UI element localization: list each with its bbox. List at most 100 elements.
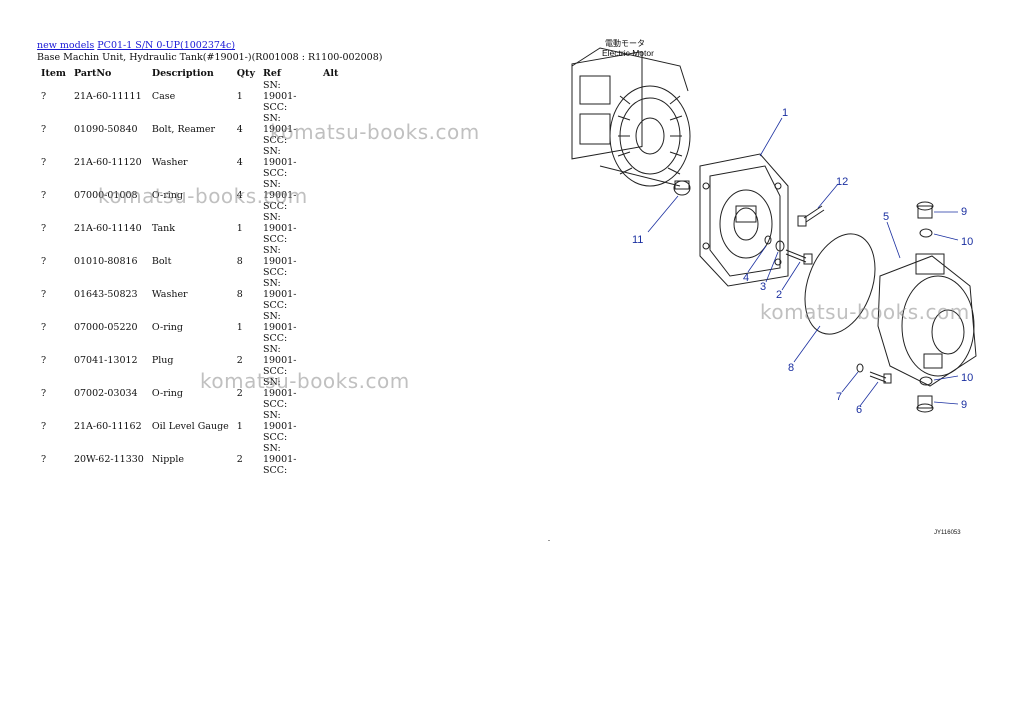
table-row: ? 01010-80816 Bolt 8 SN: 19001-SCC: [37, 245, 349, 278]
header-description: Description [151, 67, 214, 79]
cell-alt [319, 344, 349, 377]
callout-9-top: 9 [961, 206, 967, 218]
stray-mark [548, 540, 550, 541]
diagram-jp-label: 電動モータ [605, 39, 645, 48]
cell-qty: 2 [236, 355, 243, 366]
table-row: ? 20W-62-11330 Nipple 2 SN: 19001-SCC: [37, 443, 349, 476]
cell-description: Nipple [151, 454, 185, 465]
cell-ref: SN: 19001-SCC: [262, 377, 297, 410]
cell-alt [319, 377, 349, 410]
cell-ref: SN: 19001-SCC: [262, 245, 297, 278]
cell-partno: 20W-62-11330 [73, 454, 144, 465]
cell-description: Bolt [151, 256, 172, 267]
cell-item: ? [41, 91, 47, 102]
plug-9-top-drawing [916, 201, 934, 238]
electric-motor-drawing [571, 47, 691, 187]
header-qty: Qty [236, 67, 255, 79]
cell-description: Plug [151, 355, 174, 366]
cell-alt [319, 80, 349, 113]
cell-ref: SN: 19001-SCC: [262, 443, 297, 476]
callout-2: 2 [776, 289, 782, 301]
table-header-row: Item PartNo Description Qty Ref Alt [37, 66, 349, 80]
o-ring-8-drawing [804, 233, 876, 335]
cell-alt [319, 146, 349, 179]
callout-11: 11 [632, 234, 643, 246]
cell-ref: SN: 19001-SCC: [262, 179, 297, 212]
plug-9-bottom-drawing [916, 376, 934, 413]
callout-5: 5 [883, 211, 889, 223]
cell-ref: SN: 19001-SCC: [262, 278, 297, 311]
callout-10-top: 10 [961, 236, 973, 248]
header-item: Item [41, 67, 66, 79]
cell-item: ? [41, 388, 47, 399]
breadcrumb-link-new-models[interactable]: new models [37, 40, 95, 51]
cell-description: Tank [151, 223, 175, 234]
cell-item: ? [41, 421, 47, 432]
figure-id: JY116053 [934, 530, 961, 536]
cell-qty: 2 [236, 388, 243, 399]
bolt-12-drawing [797, 205, 825, 227]
cell-partno: 21A-60-11140 [73, 223, 142, 234]
header-ref: Ref [262, 67, 281, 79]
table-row: ? 07000-01008 O-ring 4 SN: 19001-SCC: [37, 179, 349, 212]
cell-item: ? [41, 157, 47, 168]
cell-qty: 1 [236, 322, 243, 333]
cell-ref: SN: 19001-SCC: [262, 146, 297, 179]
cell-partno: 07000-05220 [73, 322, 138, 333]
callout-3: 3 [760, 281, 766, 293]
cell-alt [319, 311, 349, 344]
cell-qty: 2 [236, 454, 243, 465]
cell-ref: SN: 19001-SCC: [262, 410, 297, 443]
table-row: ? 01643-50823 Washer 8 SN: 19001-SCC: [37, 278, 349, 311]
cell-description: Case [151, 91, 176, 102]
breadcrumb-link-model[interactable]: PC01-1 S/N 0-UP(1002374c) [97, 40, 236, 51]
cell-partno: 07041-13012 [73, 355, 138, 366]
parts-table: Item PartNo Description Qty Ref Alt ? 21… [37, 66, 349, 477]
cell-alt [319, 113, 349, 146]
table-row: ? 07002-03034 O-ring 2 SN: 19001-SCC: [37, 377, 349, 410]
bolt-6-7-drawing [856, 363, 892, 384]
cell-alt [319, 212, 349, 245]
cell-description: O-ring [151, 322, 183, 333]
cell-partno: 07002-03034 [73, 388, 138, 399]
cell-partno: 07000-01008 [73, 190, 138, 201]
header-partno: PartNo [73, 67, 112, 79]
table-row: ? 07041-13012 Plug 2 SN: 19001-SCC: [37, 344, 349, 377]
cell-item: ? [41, 223, 47, 234]
cell-qty: 1 [236, 91, 243, 102]
small-parts-drawing [764, 235, 813, 265]
diagram-title: Electric Motor [602, 48, 654, 58]
cell-partno: 21A-60-11111 [73, 91, 142, 102]
cell-qty: 4 [236, 124, 243, 135]
cell-partno: 21A-60-11120 [73, 157, 142, 168]
cell-description: Washer [151, 157, 188, 168]
table-row: ? 21A-60-11140 Tank 1 SN: 19001-SCC: [37, 212, 349, 245]
callout-9-bottom: 9 [961, 399, 967, 411]
callout-6: 6 [856, 404, 862, 416]
plug-11-drawing [673, 180, 691, 196]
cell-qty: 8 [236, 256, 243, 267]
table-row: ? 21A-60-11111 Case 1 SN: 19001-SCC: [37, 80, 349, 113]
callout-8: 8 [788, 362, 794, 374]
cell-qty: 1 [236, 223, 243, 234]
cell-alt [319, 410, 349, 443]
cell-description: Oil Level Gauge [151, 421, 229, 432]
table-row: ? 21A-60-11120 Washer 4 SN: 19001-SCC: [37, 146, 349, 179]
tank-drawing [877, 253, 977, 387]
cell-ref: SN: 19001-SCC: [262, 344, 297, 377]
cell-qty: 4 [236, 190, 243, 201]
table-row: ? 07000-05220 O-ring 1 SN: 19001-SCC: [37, 311, 349, 344]
cell-item: ? [41, 256, 47, 267]
callout-4: 4 [743, 272, 749, 284]
cell-alt [319, 443, 349, 476]
cell-item: ? [41, 454, 47, 465]
case-drawing [699, 153, 789, 287]
cell-partno: 01090-50840 [73, 124, 138, 135]
cell-ref: SN: 19001-SCC: [262, 212, 297, 245]
breadcrumb: new models PC01-1 S/N 0-UP(1002374c) [37, 40, 235, 51]
cell-description: O-ring [151, 388, 183, 399]
cell-alt [319, 245, 349, 278]
cell-item: ? [41, 355, 47, 366]
table-row: ? 01090-50840 Bolt, Reamer 4 SN: 19001-S… [37, 113, 349, 146]
page-subtitle: Base Machin Unit, Hydraulic Tank(#19001-… [37, 52, 383, 63]
